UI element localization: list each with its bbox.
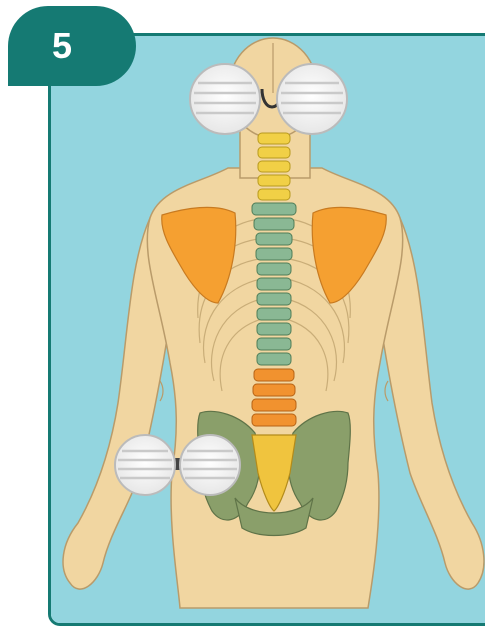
step-number: 5 [52,25,72,67]
cervical-spine [258,133,290,200]
right-massage-ball [277,64,347,134]
right-hip-ball [180,435,240,495]
left-hip-ball [115,435,175,495]
thoracic-spine [252,203,296,365]
spine-anatomy-illustration [48,33,485,626]
step-number-badge: 5 [8,6,136,86]
left-massage-ball [190,64,260,134]
illustration-panel [48,33,485,626]
